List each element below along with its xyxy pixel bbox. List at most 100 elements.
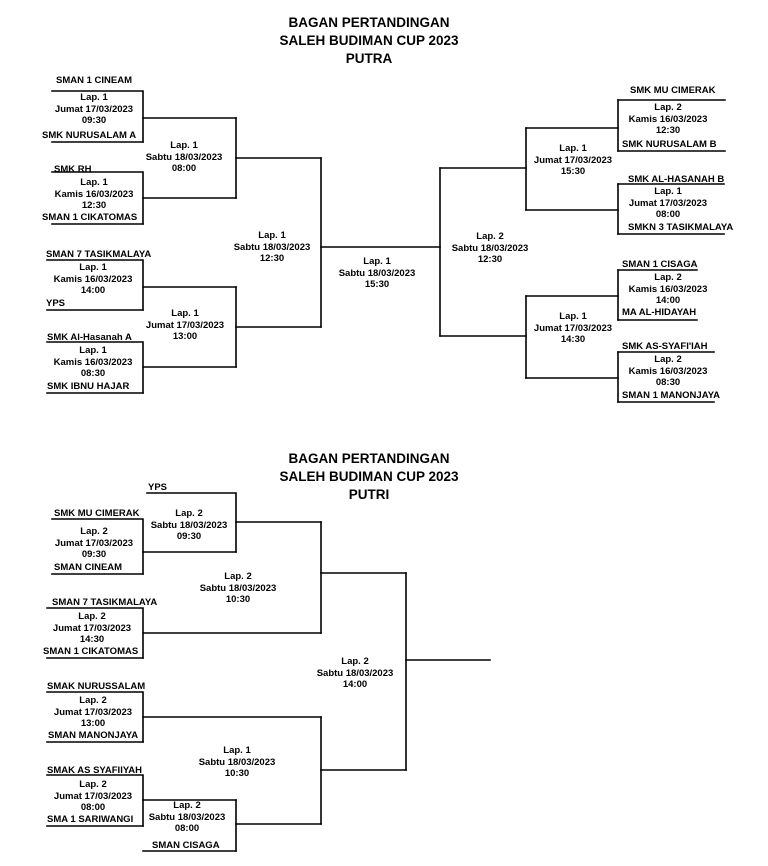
match-time: 15:30	[364, 279, 390, 291]
match-lap: Lap. 1	[223, 745, 251, 756]
match-day: Jumat 17/03/2023	[533, 154, 613, 166]
match-lap: Lap. 2	[224, 571, 252, 582]
team-name: SMKN 3 TASIKMALAYA	[628, 222, 734, 233]
match-day: Sabtu 18/03/2023	[148, 811, 226, 823]
match-lap: Lap. 2	[654, 272, 682, 283]
match-info: Lap. 1 Sabtu 18/03/2023 08:00	[146, 140, 223, 175]
team-name: SMAN 1 CISAGA	[622, 259, 698, 270]
match-lap: Lap. 2	[654, 102, 682, 113]
match-day: Jumat 17/03/2023	[54, 537, 134, 549]
match-lap: Lap. 1	[363, 256, 391, 267]
match-time: 14:00	[655, 295, 681, 307]
match-info: Lap. 2 Jumat 17/03/2023 13:00	[54, 695, 132, 730]
match-lap: Lap. 1	[258, 230, 286, 241]
team-name: SMK NURUSALAM A	[42, 130, 137, 141]
team-name: SMK MU CIMERAK	[54, 508, 140, 519]
match-day: Sabtu 18/03/2023	[451, 242, 529, 254]
match-day: Jumat 17/03/2023	[54, 103, 134, 115]
match-day: Sabtu 18/03/2023	[316, 667, 394, 679]
match-lap: Lap. 2	[79, 695, 107, 706]
match-time: 14:00	[342, 679, 368, 691]
team-name: YPS	[148, 482, 168, 493]
match-day: Jumat 17/03/2023	[145, 319, 225, 331]
match-time: 09:30	[81, 549, 107, 561]
match-info: Lap. 1 Kamis 16/03/2023 08:30	[54, 345, 133, 380]
match-time: 08:00	[174, 823, 200, 835]
match-info: Lap. 2 Kamis 16/03/2023 08:30	[629, 354, 708, 389]
team-name: SMK AS-SYAFI'IAH	[622, 341, 708, 352]
match-info: Lap. 2 Sabtu 18/03/2023 09:30	[151, 508, 228, 543]
match-info: Lap. 1 Jumat 17/03/2023 13:00	[146, 308, 224, 343]
team-name: SMAN 1 CINEAM	[56, 75, 133, 86]
bracket-line	[51, 90, 144, 143]
bracket-line	[146, 492, 237, 553]
match-day: Sabtu 18/03/2023	[145, 151, 223, 163]
match-time: 14:30	[560, 334, 586, 346]
match-info: Lap. 1 Kamis 16/03/2023 12:30	[55, 177, 134, 212]
match-lap: Lap. 2	[173, 800, 201, 811]
match-day: Sabtu 18/03/2023	[338, 267, 416, 279]
match-lap: Lap. 2	[654, 354, 682, 365]
match-lap: Lap. 2	[175, 508, 203, 519]
match-day: Sabtu 18/03/2023	[233, 241, 311, 253]
team-name: SMAN 7 TASIKMALAYA	[46, 249, 152, 260]
match-time: 10:30	[225, 594, 251, 606]
match-time: 13:00	[172, 331, 198, 343]
match-lap: Lap. 1	[80, 177, 108, 188]
bracket-line	[51, 518, 144, 575]
team-name: SMK NURUSALAM B	[622, 139, 717, 150]
match-day: Kamis 16/03/2023	[53, 356, 133, 368]
team-name: SMAK AS SYAFIIYAH	[47, 765, 143, 776]
team-name: SMK RH	[54, 164, 92, 175]
bracket-line	[46, 774, 144, 827]
team-name: SMAN 7 TASIKMALAYA	[52, 597, 158, 608]
match-lap: Lap. 2	[78, 611, 106, 622]
match-lap: Lap. 1	[170, 140, 198, 151]
team-name: SMAN MANONJAYA	[48, 730, 139, 741]
match-info: Lap. 1 Sabtu 18/03/2023 12:30	[234, 230, 311, 265]
match-time: 14:00	[80, 285, 106, 297]
bracket-line	[46, 341, 144, 394]
bracket-line	[46, 259, 144, 311]
match-info: Lap. 2 Sabtu 18/03/2023 14:00	[317, 656, 394, 691]
match-time: 08:30	[80, 368, 106, 380]
bracket-line	[46, 607, 144, 659]
match-info: Lap. 2 Jumat 17/03/2023 14:30	[53, 611, 131, 646]
match-info: Lap. 1 Jumat 17/03/2023 15:30	[534, 143, 612, 178]
match-day: Kamis 16/03/2023	[628, 283, 708, 295]
team-name: MA AL-HIDAYAH	[622, 307, 697, 318]
bracket-line	[51, 171, 144, 225]
match-time: 09:30	[176, 531, 202, 543]
match-day: Jumat 17/03/2023	[53, 790, 133, 802]
match-lap: Lap. 2	[80, 526, 108, 537]
match-day: Kamis 16/03/2023	[628, 365, 708, 377]
match-day: Jumat 17/03/2023	[53, 706, 133, 718]
putri-title-line-1: BAGAN PERTANDINGAN	[288, 451, 450, 466]
match-info: Lap. 1 Jumat 17/03/2023 08:00	[629, 186, 707, 221]
match-lap: Lap. 1	[80, 92, 108, 103]
team-name: SMAN 1 MANONJAYA	[622, 390, 721, 401]
match-lap: Lap. 1	[559, 143, 587, 154]
team-name: SMAK NURUSSALAM	[47, 681, 146, 692]
bracket-line	[46, 691, 144, 743]
match-day: Kamis 16/03/2023	[53, 273, 133, 285]
team-name: SMK AL-HASANAH B	[628, 174, 725, 185]
match-time: 12:30	[655, 125, 681, 137]
match-time: 08:30	[655, 377, 681, 389]
match-day: Sabtu 18/03/2023	[198, 756, 276, 768]
team-name: SMK IBNU HAJAR	[47, 381, 130, 392]
team-name: SMK MU CIMERAK	[630, 85, 716, 96]
team-name: SMAN CINEAM	[54, 562, 123, 573]
match-day: Kamis 16/03/2023	[54, 188, 134, 200]
match-time: 14:30	[79, 634, 105, 646]
team-name: SMAN 1 CIKATOMAS	[43, 646, 139, 657]
match-info: Lap. 2 Jumat 17/03/2023 09:30	[55, 526, 133, 561]
match-day: Kamis 16/03/2023	[628, 113, 708, 125]
team-name: SMAN CISAGA	[152, 840, 220, 851]
match-time: 08:00	[655, 209, 681, 221]
match-info: Lap. 2 Sabtu 18/03/2023 08:00	[149, 800, 226, 835]
putri-title-line-2: SALEH BUDIMAN CUP 2023	[279, 469, 459, 484]
match-lap: Lap. 2	[79, 779, 107, 790]
match-info: Lap. 1 Sabtu 18/03/2023 10:30	[199, 745, 276, 780]
match-day: Jumat 17/03/2023	[52, 622, 132, 634]
